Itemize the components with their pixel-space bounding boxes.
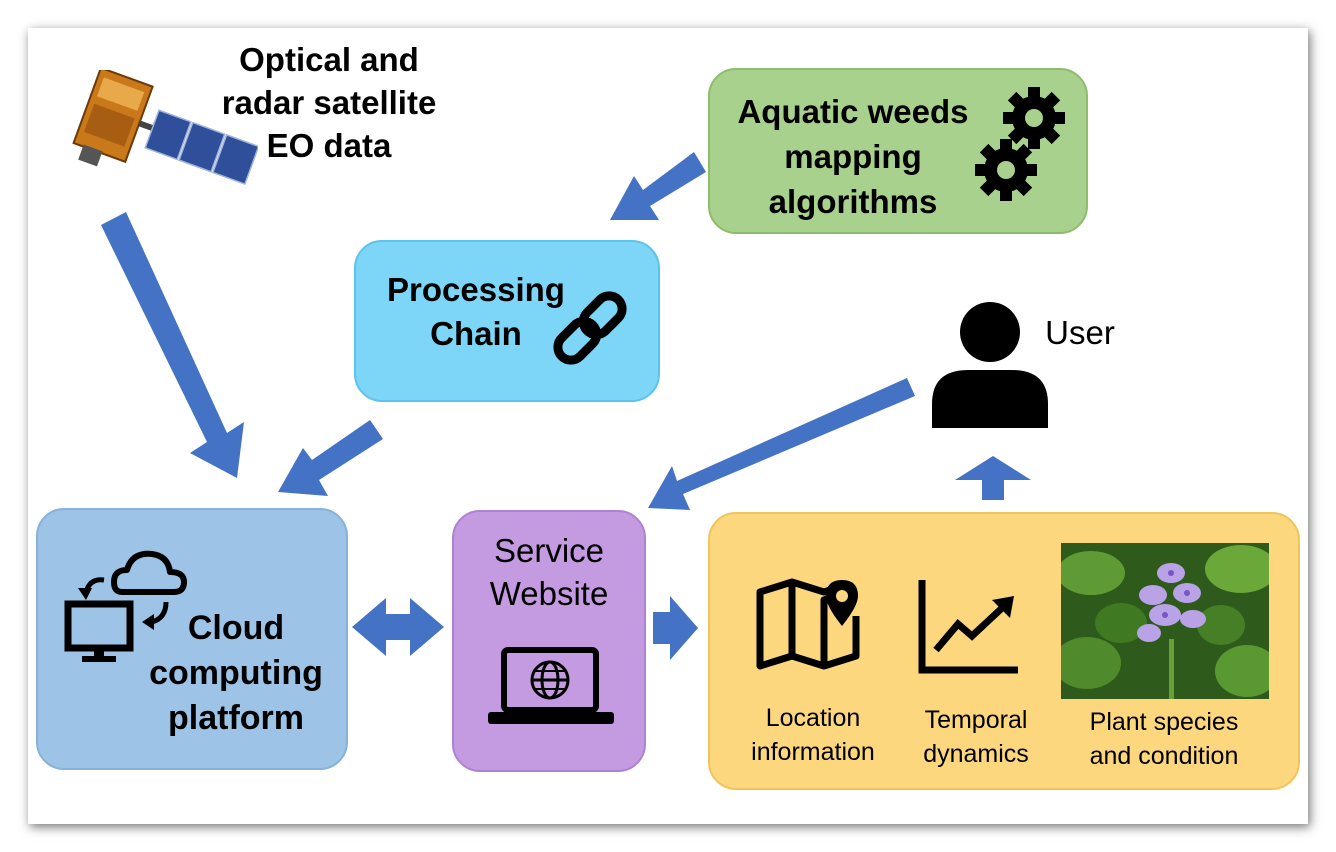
location-label: Location information [751, 704, 875, 766]
cloud-box [36, 508, 348, 770]
arrow-user-to-service [648, 378, 915, 510]
arrow-outputs-to-user [955, 456, 1031, 500]
water-hyacinth-photo [1061, 543, 1269, 699]
algorithms-label: Aquatic weeds mapping algorithms [737, 93, 969, 220]
user-icon [932, 302, 1048, 428]
laptop-globe-icon [488, 647, 614, 724]
gears-icon [975, 87, 1065, 201]
processing-box [354, 240, 660, 402]
service-box [452, 510, 646, 772]
trend-chart-icon [918, 580, 1018, 674]
arrow-satellite-to-cloud [101, 212, 244, 478]
processing-label: Processing Chain [387, 271, 565, 352]
service-label: Service Website [489, 532, 609, 612]
arrow-algorithms-to-processing [610, 152, 706, 220]
plant-label: Plant species and condition [1089, 708, 1239, 770]
arrow-service-to-outputs [653, 596, 698, 660]
arrow-processing-to-cloud [278, 420, 383, 496]
temporal-label: Temporal dynamics [923, 706, 1029, 768]
cloud-sync-icon [64, 550, 187, 662]
satellite-label: Optical and radar satellite EO data [221, 41, 437, 164]
user-label: User [1045, 314, 1115, 351]
satellite-icon [72, 70, 258, 186]
chain-link-icon [553, 291, 627, 365]
cloud-label: Cloud computing platform [149, 609, 323, 737]
map-pin-icon [756, 578, 860, 670]
arrow-cloud-service-bidirectional [352, 598, 444, 656]
